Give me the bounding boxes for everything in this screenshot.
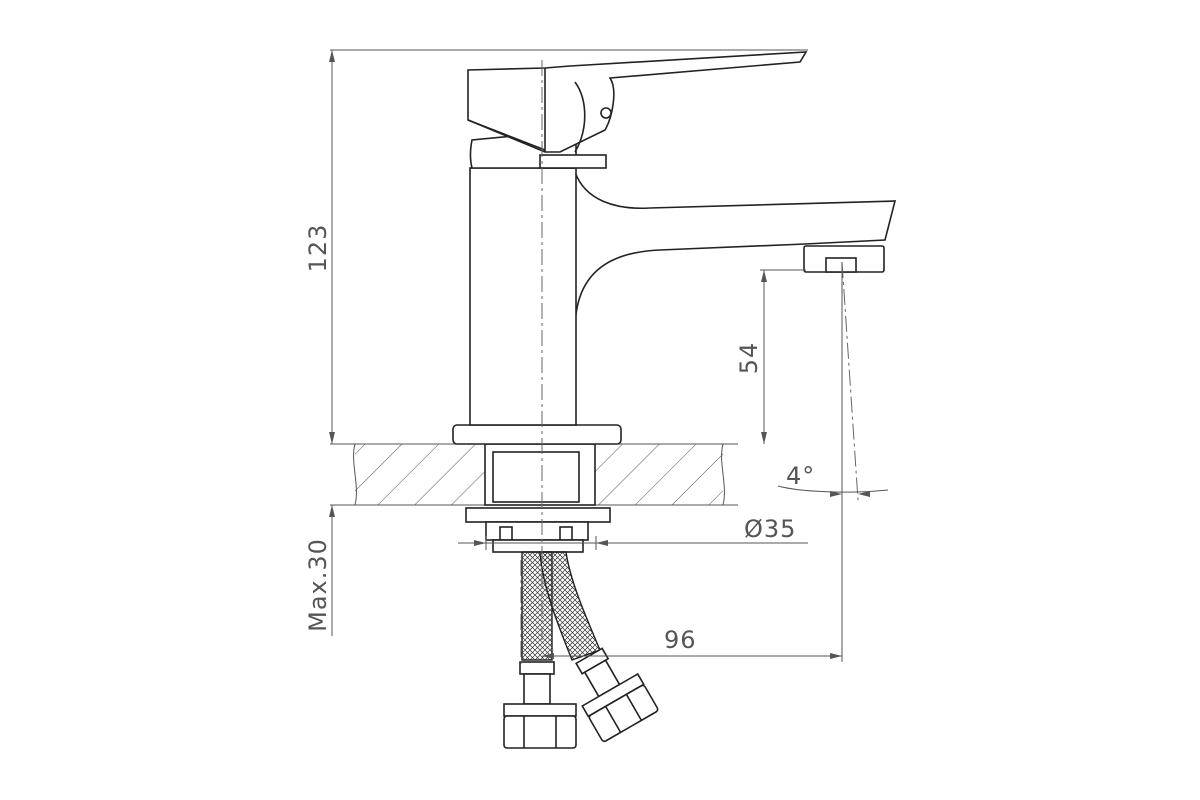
faucet-body (452, 51, 897, 445)
dim-label-total-height: 123 (304, 224, 332, 273)
flexible-hoses (503, 551, 659, 749)
mounting-hardware (465, 451, 611, 553)
dim-label-spout-height: 54 (735, 342, 763, 375)
center-lines (520, 60, 859, 668)
dim-label-spout-reach: 96 (664, 626, 697, 654)
dim-label-max-countertop: Max.30 (304, 538, 332, 632)
lever-handle (467, 51, 808, 153)
base-flange (452, 424, 622, 445)
body-cylinder (469, 167, 577, 426)
dim-label-spout-angle: 4° (786, 462, 815, 490)
dim-label-shank-diameter: Ø35 (744, 515, 796, 543)
spout (574, 171, 897, 420)
dimension-lines (329, 49, 889, 662)
